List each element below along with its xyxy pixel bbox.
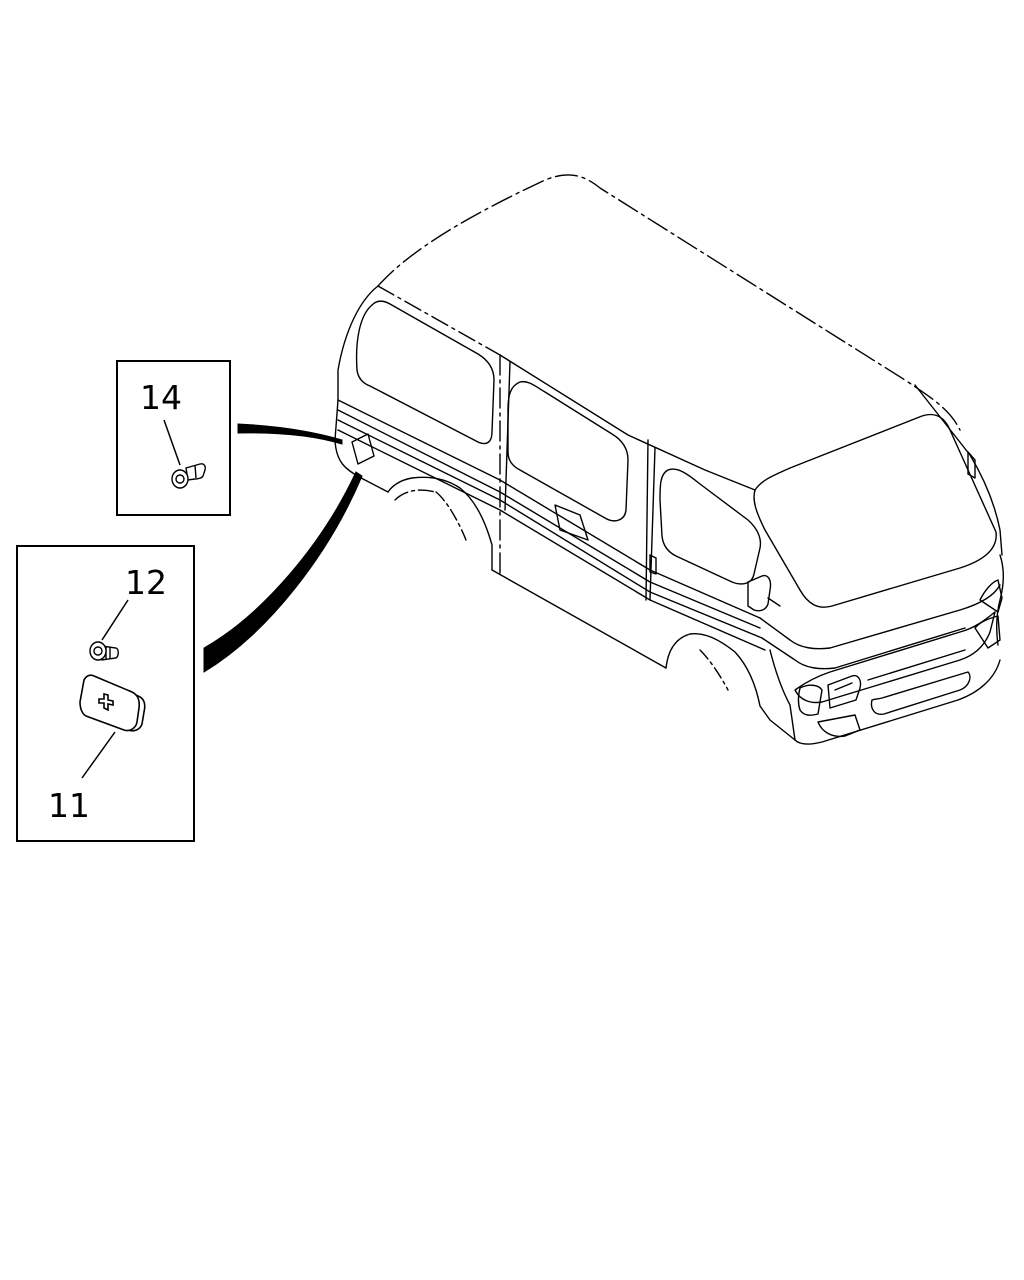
headlight: [797, 684, 823, 716]
side-mirror: [747, 574, 772, 612]
front-body: [759, 584, 1001, 650]
leader-line-14: [237, 423, 343, 445]
part-number-11: 11: [48, 786, 90, 825]
part-number-12: 12: [125, 563, 167, 602]
middle-window: [507, 380, 629, 522]
van-body: [334, 174, 1005, 745]
front-bumper: [794, 659, 1001, 745]
screw-icon: [89, 641, 119, 661]
van-lower-side: [387, 476, 493, 571]
part-number-14: 14: [140, 378, 182, 417]
callout-box-11-12: 12 11: [16, 545, 195, 842]
bolt-icon: [171, 463, 206, 489]
van-rear-outline: [337, 285, 379, 401]
callout-box-14: 14: [116, 360, 231, 516]
side-marker-lamp: [351, 433, 375, 465]
van-roof: [377, 174, 961, 431]
body-belt-line: [337, 399, 761, 619]
leader-line-11-12: [203, 471, 363, 673]
rear-window: [355, 300, 495, 445]
grille: [794, 611, 996, 704]
windshield: [753, 413, 997, 608]
front-door-window: [659, 468, 762, 585]
marker-lens-icon: [79, 674, 146, 732]
